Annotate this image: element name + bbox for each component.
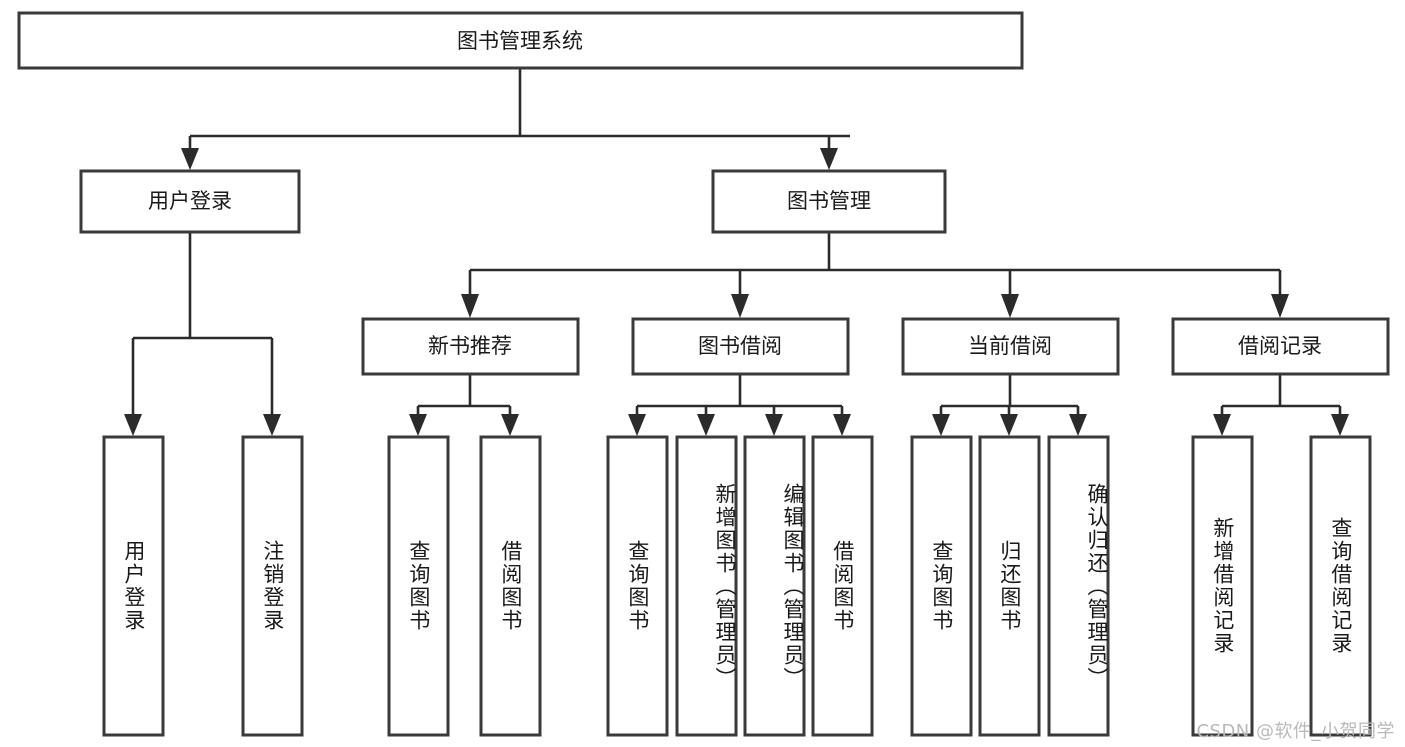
arrow-head-records [1271, 294, 1289, 318]
node-leaf-7-box[interactable] [743, 435, 806, 737]
node-borrow-label: 图书借阅 [698, 334, 782, 358]
node-bookmgmt[interactable]: 图书管理 [711, 169, 947, 234]
node-bookmgmt-box[interactable] [711, 169, 947, 234]
arrow-head-current [1001, 294, 1019, 318]
node-bookmgmt-label: 图书管理 [787, 189, 871, 213]
node-login-label: 用户登录 [148, 189, 232, 213]
node-records-label: 借阅记录 [1238, 334, 1322, 358]
node-newbook-label: 新书推荐 [428, 334, 512, 358]
node-newbook-box[interactable] [361, 317, 580, 376]
node-records-box[interactable] [1171, 317, 1390, 376]
arrow-head-leaf-2 [263, 414, 281, 436]
arrow-head-leaf-5 [628, 414, 646, 436]
arrow-head-bookmgmt [820, 148, 838, 170]
node-borrow[interactable]: 图书借阅 [631, 317, 850, 376]
arrow-head-leaf-3 [409, 414, 427, 436]
node-root[interactable]: 图书管理系统 [17, 11, 1024, 70]
node-leaf-8-box[interactable] [811, 435, 874, 737]
arrow-head-leaf-12 [1213, 414, 1231, 436]
node-current-box[interactable] [901, 317, 1120, 376]
arrow-head-borrow [731, 294, 749, 318]
node-leaf-9-box[interactable] [910, 435, 973, 737]
arrow-head-leaf-7 [765, 414, 783, 436]
node-current-label: 当前借阅 [968, 334, 1052, 358]
node-leaf-10-box[interactable] [978, 435, 1041, 737]
node-leaf-2-box[interactable] [241, 435, 304, 737]
arrow-head-leaf-1 [124, 414, 142, 436]
arrow-head-newbook [461, 294, 479, 318]
node-leaf-12-box[interactable] [1191, 435, 1254, 737]
node-root-label: 图书管理系统 [457, 29, 583, 53]
arrow-head-leaf-10 [1000, 414, 1018, 436]
node-leaf-3-box[interactable] [387, 435, 450, 737]
node-borrow-box[interactable] [631, 317, 850, 376]
arrow-head-leaf-9 [932, 414, 950, 436]
node-root-box[interactable] [17, 11, 1024, 70]
watermark-text: CSDN @软件_小贺同学 [1196, 721, 1395, 742]
node-leaf-5-box[interactable] [606, 435, 669, 737]
node-records[interactable]: 借阅记录 [1171, 317, 1390, 376]
node-leaf-13-box[interactable] [1309, 435, 1372, 737]
arrow-head-leaf-4 [501, 414, 519, 436]
node-leaf-6-box[interactable] [675, 435, 738, 737]
arrow-head-leaf-8 [833, 414, 851, 436]
connector-layer [124, 68, 1349, 436]
arrow-head-leaf-11 [1069, 414, 1087, 436]
node-login[interactable]: 用户登录 [79, 169, 301, 234]
node-login-box[interactable] [79, 169, 301, 234]
leaf-box-layer [102, 435, 1372, 737]
node-leaf-1-box[interactable] [102, 435, 165, 737]
arrow-head-login [181, 148, 199, 170]
node-current[interactable]: 当前借阅 [901, 317, 1120, 376]
node-leaf-4-box[interactable] [479, 435, 542, 737]
arrow-head-leaf-13 [1331, 414, 1349, 436]
node-leaf-11-box[interactable] [1047, 435, 1110, 737]
arrow-head-leaf-6 [697, 414, 715, 436]
node-newbook[interactable]: 新书推荐 [361, 317, 580, 376]
